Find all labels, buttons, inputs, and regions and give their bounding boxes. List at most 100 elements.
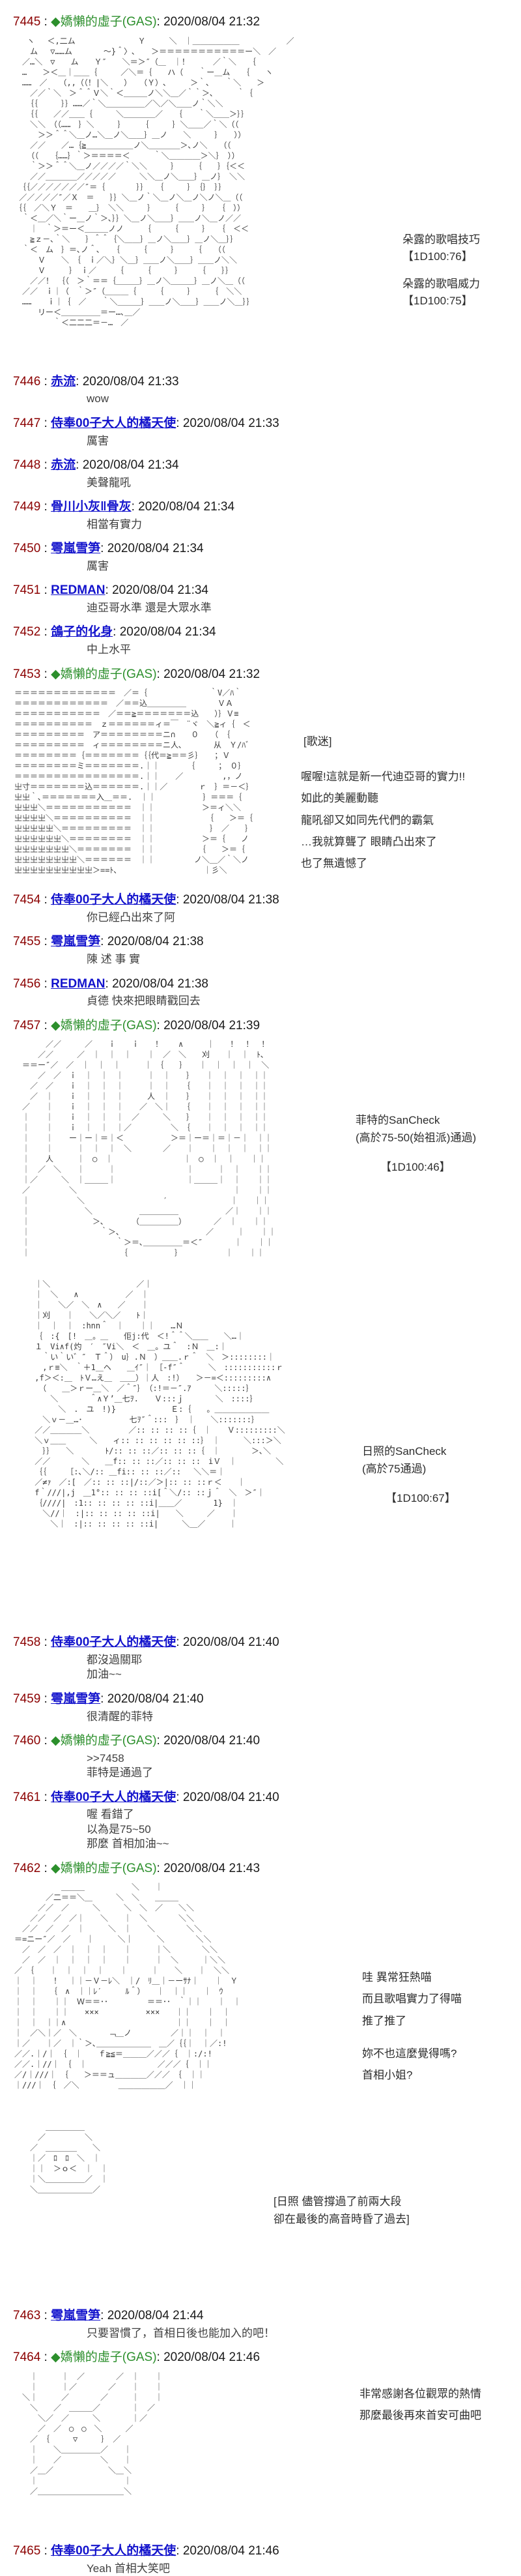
annotation-line: 喔喔!這就是新一代迪亞哥的實力!! — [301, 770, 466, 783]
post-separator: : — [40, 893, 51, 907]
post-number: 7458 — [13, 1635, 41, 1650]
poster-name-link[interactable]: 侍奉00子大人的橘天使 — [51, 893, 176, 907]
post-number: 7463 — [13, 2309, 41, 2323]
annotation-line: 卻在最後的高音時昏了過去] — [274, 2212, 410, 2225]
post-number: 7451 — [13, 583, 41, 598]
post-body-line: 很清醒的菲特 — [87, 1710, 153, 1723]
post-header: 7451 : REDMAN: 2020/08/04 21:34 — [13, 583, 521, 599]
post-number: 7450 — [13, 542, 41, 556]
post-body-line: 陳 述 事 實 — [87, 953, 141, 966]
annotation-line: 也了無遺憾了 — [301, 856, 367, 870]
poster-tripname: ◆嬌懶的虛子(GAS) — [51, 2350, 157, 2365]
post-number: 7446 — [13, 374, 41, 388]
post-header: 7452 : 鴿子的化身: 2020/08/04 21:34 — [13, 624, 521, 641]
post-body-line: 只要習慣了，首相日後也能加入的吧！ — [87, 2326, 275, 2339]
annotation-line: [歌迷] — [303, 735, 332, 748]
post-7463: 7463 : 雩嵐雪笋: 2020/08/04 21:44 只要習慣了，首相日後也… — [0, 2308, 521, 2341]
poster-name-link[interactable]: 侍奉00子大人的橘天使 — [51, 2544, 176, 2558]
annotation-line: (高於75-50(始祖派)通過) — [356, 1131, 477, 1144]
annotation-line: 首相小姐? — [362, 2068, 413, 2081]
post-body: 厲害 — [87, 559, 521, 574]
ascii-art: ヽ ＜,二ム Ｙ ＼ ｜＿＿＿＿＿＿ ／ ム ▽……ム ～}＾〉､ ＞＝＝＝＝＝… — [14, 36, 294, 327]
post-number: 7454 — [13, 893, 41, 907]
post-body: 相當有實力 — [87, 518, 521, 532]
ascii-art: ｜ ｜ ／ ／ ｜ ｜ ｜ ｜／ ／ ｜ ｜ ＼｜ ／ ／ ｜ ｜ ＼ ／ ＿＿… — [22, 2372, 163, 2496]
poster-name-link[interactable]: 雩嵐雪笋 — [51, 1691, 101, 1706]
poster-name-link[interactable]: 雩嵐雪笋 — [51, 542, 101, 556]
post-header: 7464 : ◆嬌懶的虛子(GAS): 2020/08/04 21:46 — [13, 2350, 521, 2366]
ascii-art: ／／ ／ ｉ ｉ ！ ∧ ｜ ！ ！ ！ ／／ ／ ｜ ｜ ｜ ｜ ／ ＼ 刈 … — [22, 1040, 285, 1529]
post-body: wow — [87, 392, 521, 406]
post-number: 7459 — [13, 1691, 41, 1706]
post-datetime: : 2020/08/04 21:40 — [156, 1734, 260, 1748]
poster-name-link[interactable]: REDMAN — [51, 583, 106, 598]
post-datetime: : 2020/08/04 21:38 — [100, 935, 204, 949]
post-datetime: : 2020/08/04 21:46 — [156, 2350, 260, 2365]
post-datetime: : 2020/08/04 21:43 — [156, 1861, 260, 1875]
post-7460: 7460 : ◆嬌懶的虛子(GAS): 2020/08/04 21:40>>74… — [0, 1733, 521, 1781]
post-number: 7462 — [13, 1861, 41, 1875]
annotation-line — [362, 2032, 462, 2043]
post-number: 7452 — [13, 625, 41, 639]
post-number: 7460 — [13, 1734, 41, 1748]
poster-name-link[interactable]: 雩嵐雪笋 — [51, 2309, 101, 2323]
post-datetime: : 2020/08/04 21:34 — [131, 500, 235, 514]
annotation-line: 而且歌唱實力了得喵 — [362, 1993, 462, 2006]
poster-name-link[interactable]: 鴿子的化身 — [51, 625, 113, 639]
post-datetime: : 2020/08/04 21:32 — [156, 15, 260, 29]
poster-name-link[interactable]: 侍奉00子大人的橘天使 — [51, 1635, 176, 1650]
post-body-line: Yeah 首相大笑吧 — [87, 2562, 170, 2575]
ascii-art-annotation: 【1D100:67】 — [386, 1490, 456, 1507]
poster-name-link[interactable]: 侍奉00子大人的橘天使 — [51, 1790, 176, 1804]
post-7452: 7452 : 鴿子的化身: 2020/08/04 21:34 中上水平 — [0, 624, 521, 657]
post-separator: : — [40, 1635, 51, 1650]
poster-name-link[interactable]: REDMAN — [51, 976, 106, 991]
post-datetime: : 2020/08/04 21:33 — [176, 416, 279, 430]
ascii-art-annotation: 朵露的歌唱威力【1D100:75】 — [402, 276, 480, 310]
post-body: 只要習慣了，首相日後也能加入的吧！ — [87, 2326, 521, 2341]
post-separator: : — [40, 15, 51, 29]
post-body-line: >>7458 — [87, 1751, 124, 1764]
post-7445: 7445 : ◆嬌懶的虛子(GAS): 2020/08/04 21:32 ヽ ＜… — [0, 14, 521, 365]
post-body-line: 中上水平 — [87, 643, 131, 656]
annotation-line: 朵露的歌唱技巧 — [402, 233, 480, 246]
annotation-line: 如此的美麗動聽 — [301, 792, 378, 805]
post-header: 7449 : 骨川小灰‖骨灰: 2020/08/04 21:34 — [13, 499, 521, 516]
post-separator: : — [40, 500, 51, 514]
poster-name-link[interactable]: 雩嵐雪笋 — [51, 935, 101, 949]
post-datetime: : 2020/08/04 21:34 — [105, 583, 208, 598]
post-body-line: 以為是75~50 — [87, 1822, 151, 1836]
poster-name-link[interactable]: 赤流 — [51, 374, 76, 388]
annotation-line: 妳不也這麼覺得嗎? — [362, 2047, 457, 2060]
poster-tripname: ◆嬌懶的虛子(GAS) — [51, 1018, 157, 1032]
post-datetime: : 2020/08/04 21:40 — [176, 1635, 279, 1650]
ascii-art-block: ＝＝＝＝＝＝＝＝＝＝＝＝＝ ／＝｛ ｀V／ﾊ｀ ＝＝＝＝＝＝＝＝＝＝＝＝ ／＝＝… — [0, 688, 521, 883]
post-body-line: 那麼 首相加油~~ — [87, 1837, 169, 1851]
post-body: 都沒過關耶加油~~ — [87, 1653, 521, 1682]
post-separator: : — [40, 374, 51, 388]
ascii-art-annotation: [歌迷] — [303, 733, 331, 750]
annotation-line: 【1D100:75】 — [402, 295, 473, 308]
ascii-art-annotation: 非常感謝各位觀眾的熱情那麼最後再來首安可曲吧 — [359, 2383, 481, 2426]
ascii-art-block: ヽ ＜,二ム Ｙ ＼ ｜＿＿＿＿＿＿ ／ ム ▽……ム ～}＾〉､ ＞＝＝＝＝＝… — [0, 36, 521, 365]
post-header: 7463 : 雩嵐雪笋: 2020/08/04 21:44 — [13, 2308, 521, 2324]
post-separator: : — [40, 976, 51, 991]
post-body-line: 厲害 — [87, 559, 109, 572]
post-datetime: : 2020/08/04 21:40 — [100, 1691, 204, 1706]
poster-name-link[interactable]: 骨川小灰‖骨灰 — [51, 500, 132, 514]
post-number: 7448 — [13, 458, 41, 472]
post-number: 7456 — [13, 976, 41, 991]
post-body: 陳 述 事 實 — [87, 952, 521, 967]
ascii-art-annotation: 朵露的歌唱技巧【1D100:76】 — [402, 231, 480, 266]
poster-name-link[interactable]: 赤流 — [51, 458, 76, 472]
post-header: 7453 : ◆嬌懶的虛子(GAS): 2020/08/04 21:32 — [13, 667, 521, 683]
post-header: 7446 : 赤流: 2020/08/04 21:33 — [13, 374, 521, 390]
post-7462: 7462 : ◆嬌懶的虛子(GAS): 2020/08/04 21:43 ＿＿＿… — [0, 1861, 521, 2300]
poster-name-link[interactable]: 侍奉00子大人的橘天使 — [51, 416, 176, 430]
post-body: Yeah 首相大笑吧 — [87, 2562, 521, 2576]
post-datetime: : 2020/08/04 21:34 — [100, 542, 204, 556]
post-datetime: : 2020/08/04 21:44 — [100, 2309, 204, 2323]
